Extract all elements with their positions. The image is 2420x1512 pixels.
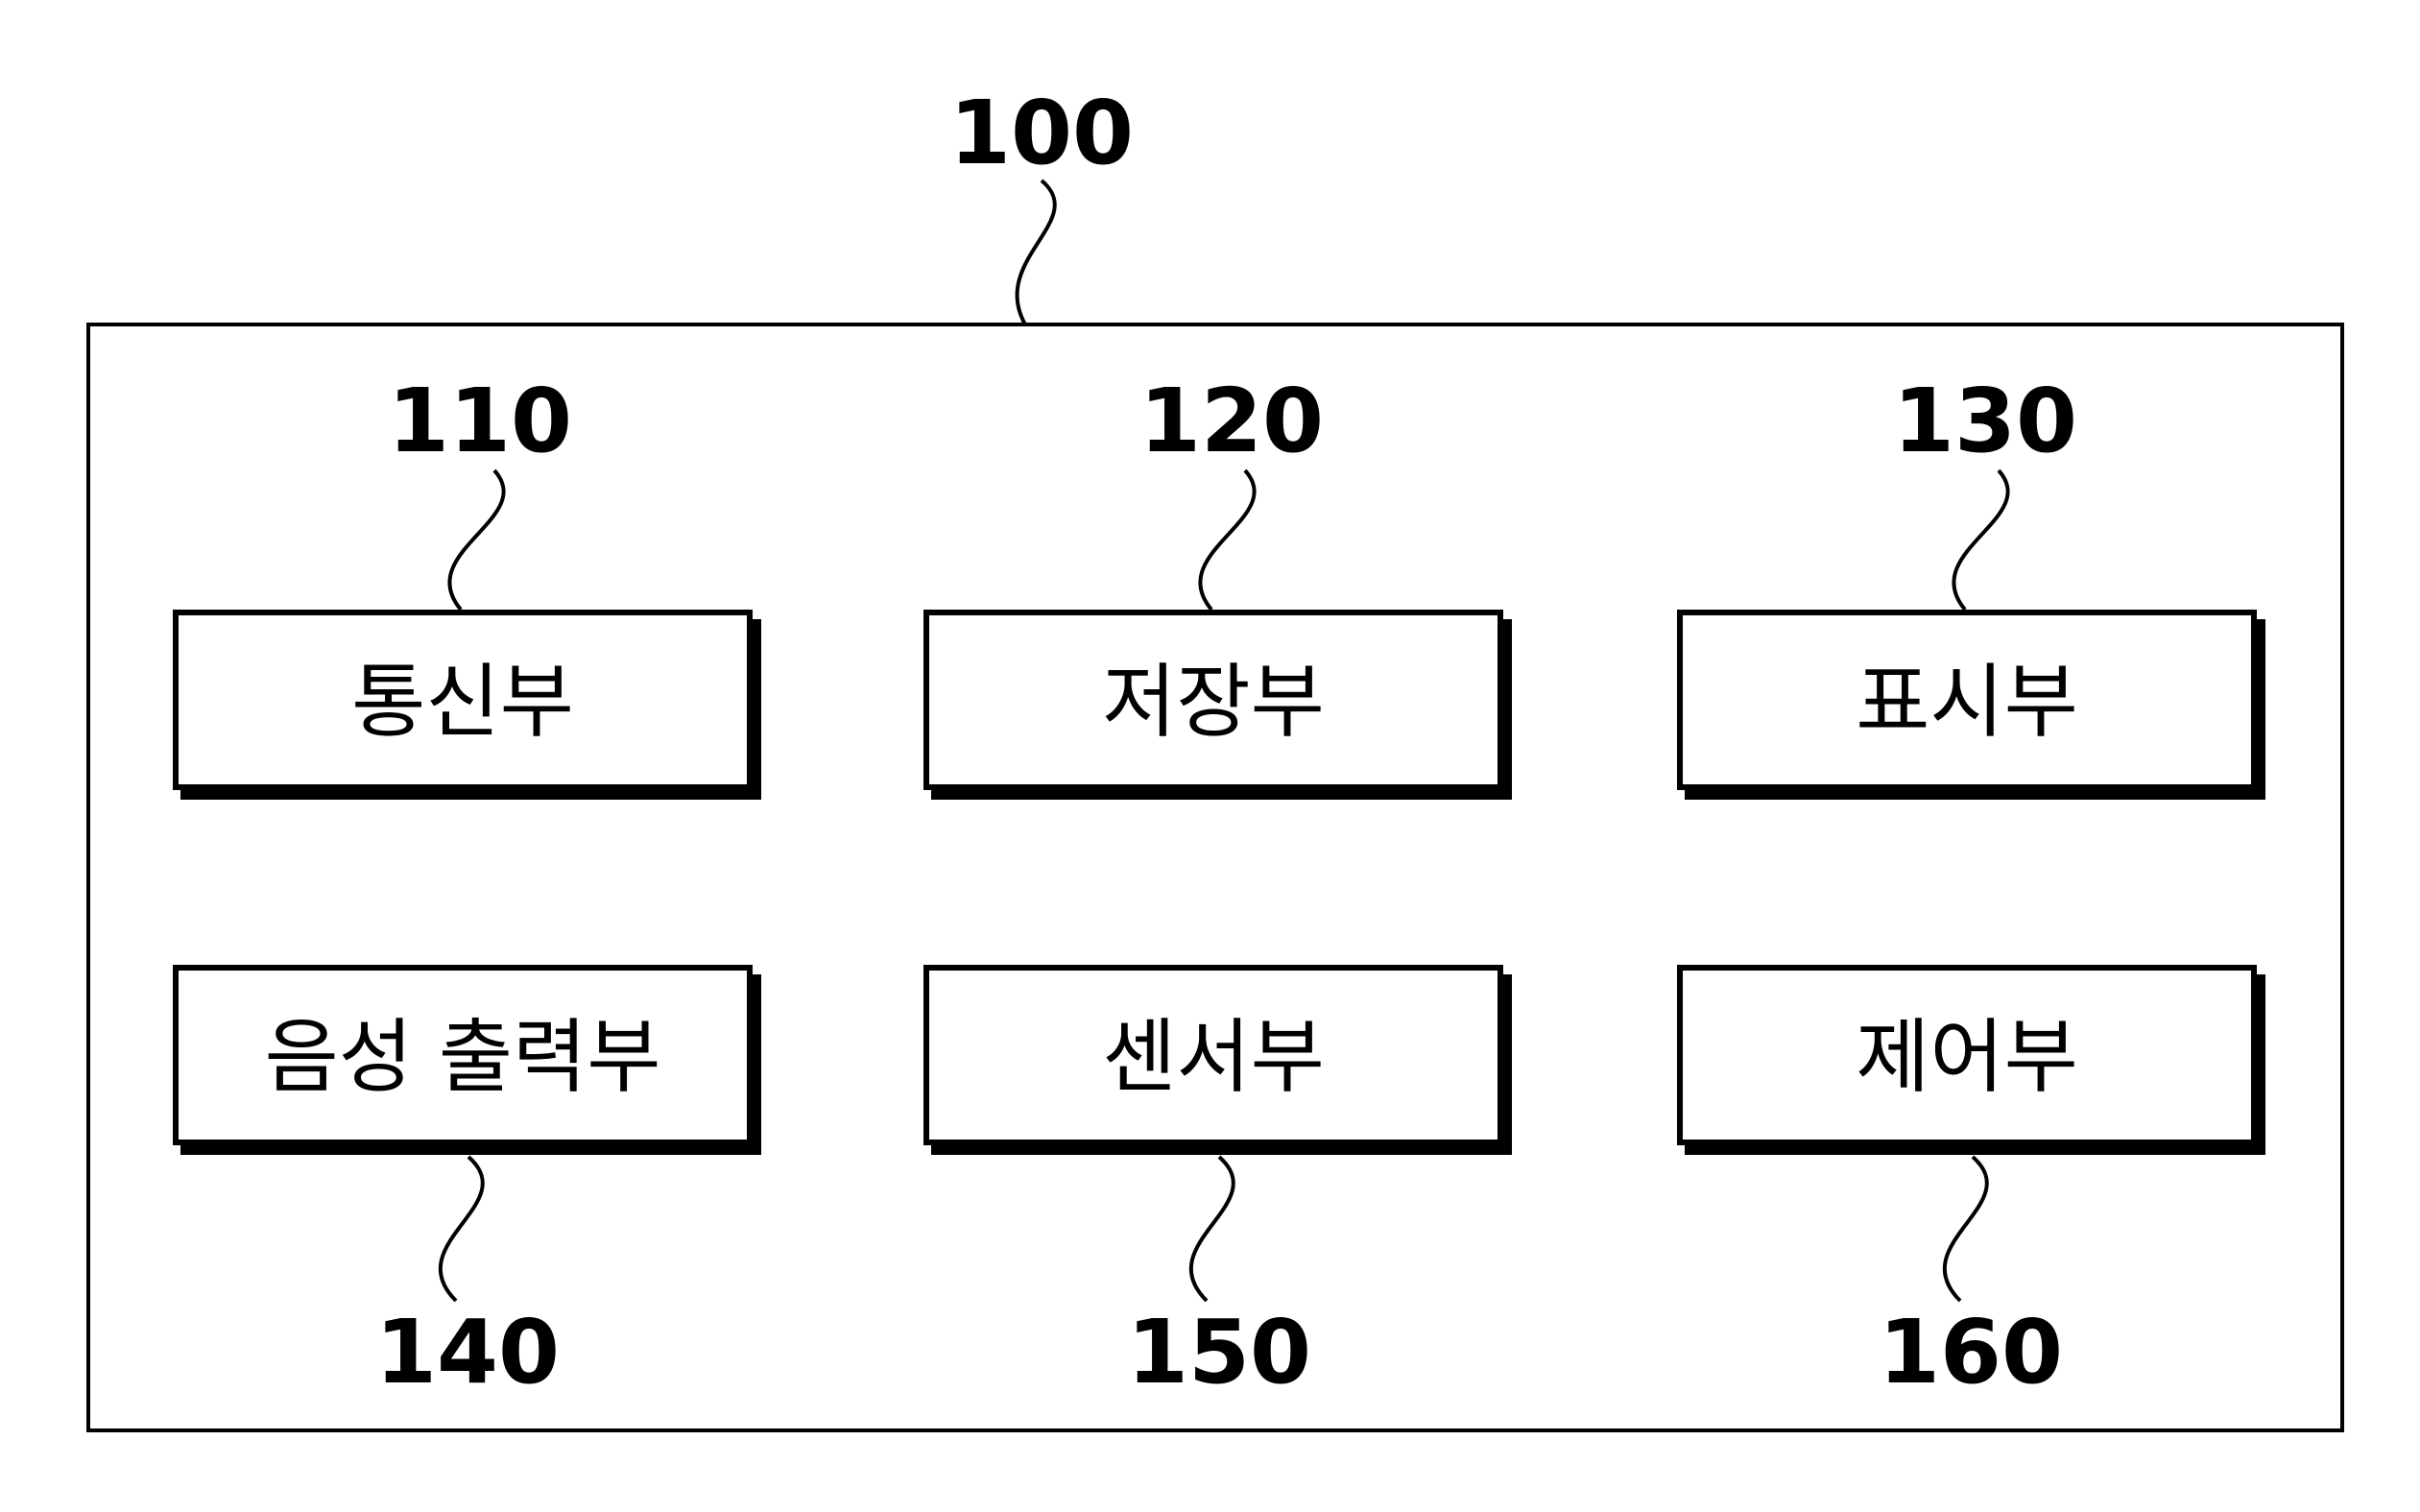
block-leader-line	[1952, 468, 2010, 612]
block-label: 저장부	[1102, 655, 1325, 749]
block-audio-output-unit: 음성 출력부 140	[173, 965, 761, 1404]
block-label: 표시부	[1856, 655, 2078, 749]
device-leader-line	[1015, 179, 1057, 325]
block-ref-label: 150	[1127, 1301, 1311, 1404]
block-box	[173, 610, 753, 790]
block-ref-label: 110	[388, 370, 572, 472]
block-box	[923, 610, 1503, 790]
block-sensor-unit: 센서부 150	[923, 965, 1512, 1404]
block-label: 음성 출력부	[264, 1010, 660, 1104]
block-display-unit: 130 표시부	[1677, 370, 2265, 800]
device-outer-frame	[86, 323, 2344, 1432]
block-ref-label: 130	[1893, 370, 2077, 472]
block-communication-unit: 110 통신부	[173, 370, 761, 800]
block-label: 센서부	[1102, 1010, 1325, 1104]
block-control-unit: 제어부 160	[1677, 965, 2265, 1404]
block-box	[1677, 610, 2257, 790]
device-ref-label: 100	[949, 82, 1134, 184]
block-box	[1677, 965, 2257, 1145]
block-ref-label: 140	[375, 1301, 560, 1404]
block-leader-line	[439, 1155, 485, 1303]
block-ref-label: 120	[1139, 370, 1324, 472]
block-leader-line	[1943, 1155, 1989, 1303]
block-leader-line	[447, 468, 506, 612]
block-box	[923, 965, 1503, 1145]
block-label: 통신부	[351, 655, 574, 749]
block-leader-line	[1198, 468, 1257, 612]
block-ref-label: 160	[1879, 1301, 2063, 1404]
block-storage-unit: 120 저장부	[923, 370, 1512, 800]
block-box	[173, 965, 753, 1145]
block-label: 제어부	[1856, 1010, 2078, 1104]
block-leader-line	[1189, 1155, 1235, 1303]
